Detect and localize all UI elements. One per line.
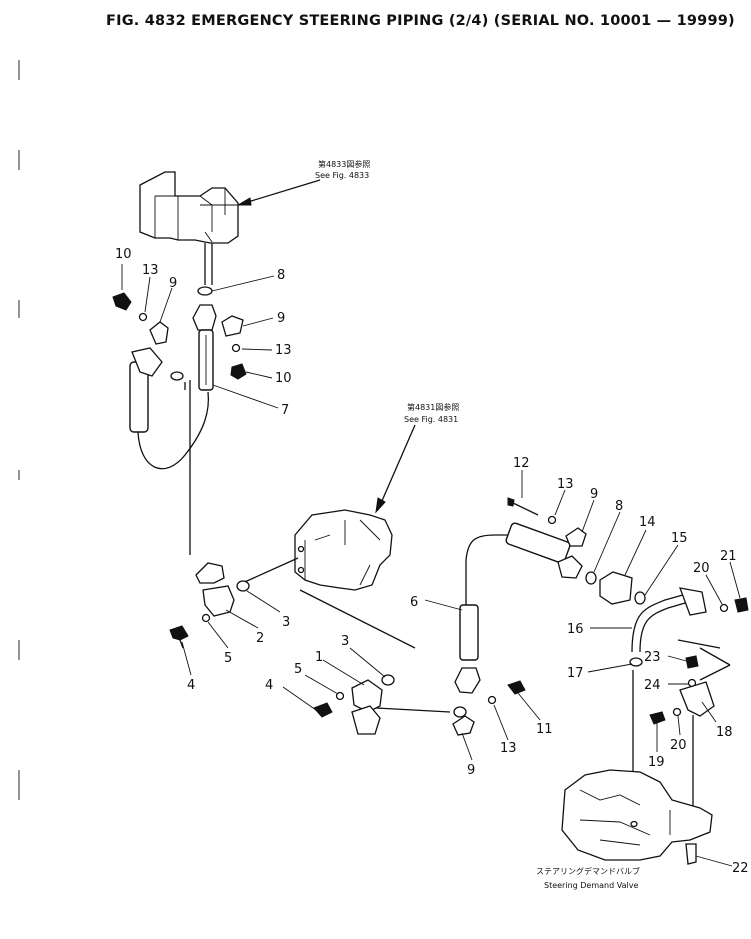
ref-valve-jp: ステアリングデマンドバルブ <box>536 866 640 876</box>
callout-1: 1 <box>315 650 323 665</box>
right-pipe-assembly <box>629 587 749 820</box>
callout-16: 16 <box>567 622 584 637</box>
callout-7: 7 <box>281 403 289 418</box>
callout-23: 23 <box>644 650 661 665</box>
callout-6: 6 <box>410 595 418 610</box>
middle-elbow-assembly <box>313 674 451 735</box>
callout-5: 5 <box>294 662 302 677</box>
callout-9: 9 <box>169 276 177 291</box>
figure-title: FIG. 4832 EMERGENCY STEERING PIPING (2/4… <box>106 13 735 29</box>
callout-19: 19 <box>648 755 665 770</box>
callout-9: 9 <box>467 763 475 778</box>
callout-21: 21 <box>720 549 737 564</box>
callout-14: 14 <box>639 515 656 530</box>
part-number-callouts: 10 13 9 8 9 13 10 7 12 13 9 8 14 15 21 2… <box>115 247 749 876</box>
callout-17: 17 <box>567 666 584 681</box>
leader-lines <box>121 264 741 867</box>
callout-20: 20 <box>670 738 687 753</box>
callout-4: 4 <box>187 678 195 693</box>
middle-valve-block <box>237 424 416 649</box>
callout-4: 4 <box>265 678 273 693</box>
callout-12: 12 <box>513 456 530 471</box>
callout-24: 24 <box>644 678 661 693</box>
upper-block <box>139 171 321 285</box>
callout-3: 3 <box>341 634 349 649</box>
ref-fig4833-jp: 第4833図参照 <box>318 159 370 169</box>
upper-right-hose-end <box>505 497 646 605</box>
callout-3: 3 <box>282 615 290 630</box>
left-hose-assembly <box>112 286 247 555</box>
ref-valve-en: Steering Demand Valve <box>544 881 638 890</box>
middle-hose-assembly <box>452 534 526 736</box>
callout-11: 11 <box>536 722 553 737</box>
ref-fig4833-en: See Fig. 4833 <box>315 171 369 180</box>
ref-fig4831-en: See Fig. 4831 <box>404 415 458 424</box>
callout-8: 8 <box>615 499 623 514</box>
callout-13: 13 <box>142 263 159 278</box>
callout-8: 8 <box>277 268 285 283</box>
callout-5: 5 <box>224 651 232 666</box>
callout-9: 9 <box>277 311 285 326</box>
callout-13: 13 <box>275 343 292 358</box>
callout-20: 20 <box>693 561 710 576</box>
callout-2: 2 <box>256 631 264 646</box>
steering-demand-valve <box>561 769 713 865</box>
callout-18: 18 <box>716 725 733 740</box>
callout-10: 10 <box>275 371 292 386</box>
callout-15: 15 <box>671 531 688 546</box>
ref-fig4831-jp: 第4831図参照 <box>407 402 459 412</box>
callout-10: 10 <box>115 247 132 262</box>
lower-left-elbow-assembly <box>169 562 250 649</box>
callout-22: 22 <box>732 861 749 876</box>
callout-9: 9 <box>590 487 598 502</box>
callout-13: 13 <box>500 741 517 756</box>
callout-13: 13 <box>557 477 574 492</box>
